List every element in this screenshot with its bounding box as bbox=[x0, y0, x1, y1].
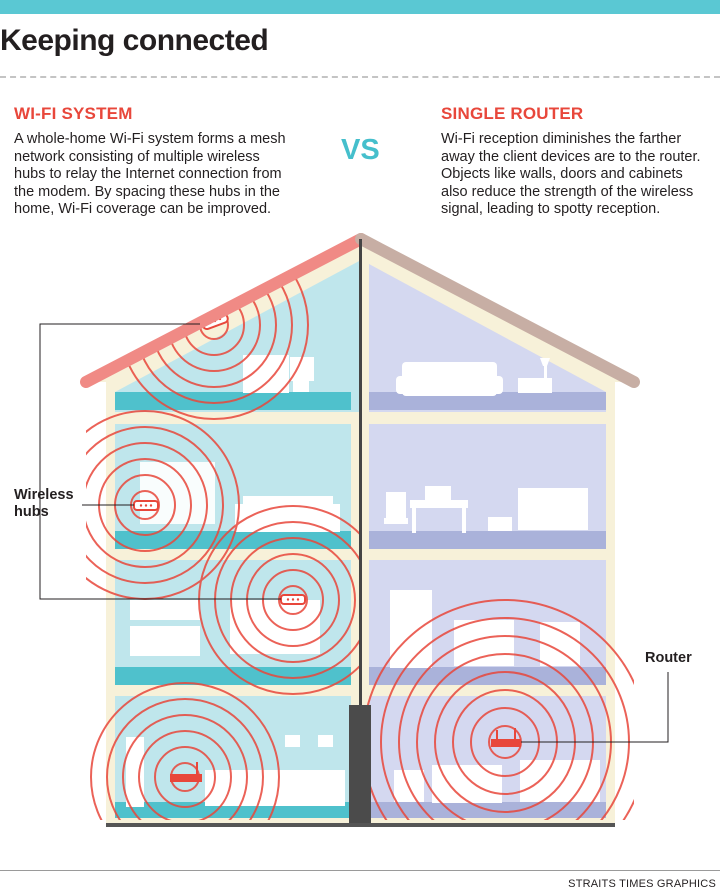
single-router-line: signal, leading to spotty reception. bbox=[441, 201, 661, 217]
source-credit: STRAITS TIMES GRAPHICS bbox=[568, 878, 716, 890]
router-label: Router bbox=[645, 650, 692, 666]
single-router-line: also reduce the strength of the wireless bbox=[441, 183, 694, 200]
wireless-hub-icon bbox=[133, 500, 159, 511]
center-divider bbox=[359, 239, 362, 709]
single-router-line: away the client devices are to the route… bbox=[441, 148, 701, 165]
wifi-system-line: home, Wi-Fi coverage can be improved. bbox=[14, 201, 272, 217]
title-divider bbox=[0, 76, 720, 78]
wireless-hubs-label-line: hubs bbox=[14, 504, 49, 520]
wireless-hubs-label-line: Wireless bbox=[14, 487, 74, 503]
single-router-line: Objects like walls, doors and cabinets bbox=[441, 166, 683, 182]
modem-icon bbox=[170, 762, 202, 782]
wifi-system-description: A whole-home Wi-Fi system forms a mesh n… bbox=[14, 131, 286, 219]
wireless-hubs-label: Wireless hubs bbox=[14, 487, 74, 521]
hub-3-rings bbox=[198, 505, 361, 695]
ground-line bbox=[106, 823, 615, 827]
single-router-line: Wi-Fi reception diminishes the farther bbox=[441, 131, 682, 147]
wifi-system-line: hubs to relay the Internet connection fr… bbox=[14, 166, 282, 182]
center-pillar bbox=[349, 705, 371, 827]
modem-rings bbox=[90, 682, 280, 820]
footer-divider bbox=[0, 870, 720, 871]
router-icon bbox=[491, 728, 521, 747]
wifi-system-line: network consisting of multiple wireless bbox=[14, 148, 260, 165]
page-title: Keeping connected bbox=[0, 24, 269, 57]
roof bbox=[80, 233, 640, 388]
wireless-hub-icon bbox=[280, 594, 306, 605]
wifi-system-line: the modem. By spacing these hubs in the bbox=[14, 183, 280, 200]
single-router-description: Wi-Fi reception diminishes the farther a… bbox=[441, 131, 701, 219]
callout-lines bbox=[39, 323, 669, 743]
wifi-system-heading: WI-FI SYSTEM bbox=[14, 104, 133, 123]
wifi-system-line: A whole-home Wi-Fi system forms a mesh bbox=[14, 131, 286, 147]
mesh-signal-rings bbox=[86, 239, 361, 820]
single-router-heading: SINGLE ROUTER bbox=[441, 104, 584, 123]
top-accent-bar bbox=[0, 0, 720, 14]
versus-label: VS bbox=[341, 134, 380, 166]
